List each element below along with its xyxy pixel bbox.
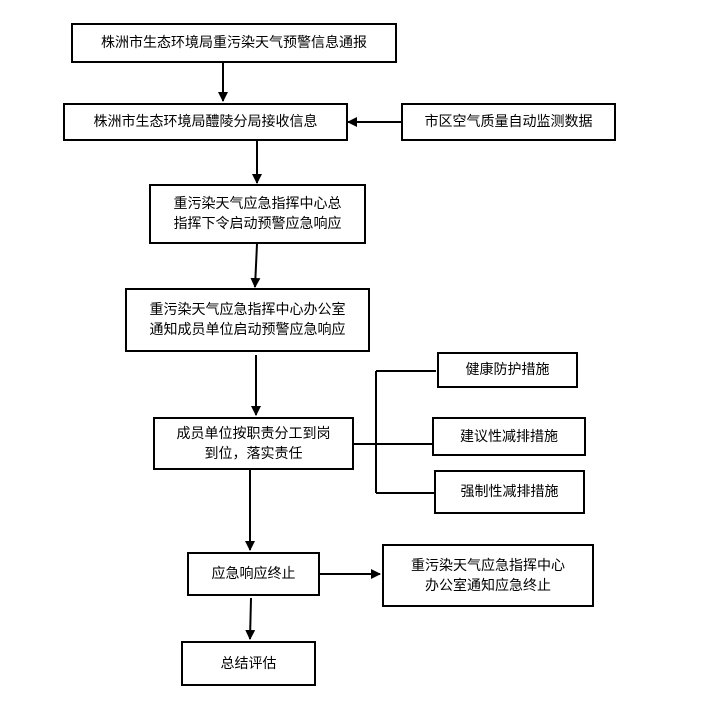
node-command-center-line2: 指挥下令启动预警应急响应 xyxy=(173,216,342,232)
node-notify-label: 株洲市生态环境局重污染天气预警信息通报 xyxy=(101,35,367,51)
node-summary-label: 总结评估 xyxy=(220,655,277,672)
node-terminate-label: 应急响应终止 xyxy=(211,566,296,582)
node-summary: 总结评估 xyxy=(181,641,316,686)
node-command-center: 重污染天气应急指挥中心总 指挥下令启动预警应急响应 xyxy=(149,184,366,244)
node-monitor-label: 市区空气质量自动监测数据 xyxy=(424,114,593,130)
node-receive-label: 株洲市生态环境局醴陵分局接收信息 xyxy=(93,114,318,130)
node-members-line2: 到位，落实责任 xyxy=(204,445,303,462)
edge-terminate-to-summary xyxy=(245,597,256,640)
node-members: 成员单位按职责分工到岗 到位，落实责任 xyxy=(153,417,354,470)
node-mandatory: 强制性减排措施 xyxy=(434,470,585,514)
node-receive: 株洲市生态环境局醴陵分局接收信息 xyxy=(63,103,348,141)
node-command-center-line1: 重污染天气应急指挥中心总 xyxy=(173,196,342,212)
node-suggest: 建议性减排措施 xyxy=(432,417,586,456)
node-suggest-label: 建议性减排措施 xyxy=(460,428,558,445)
node-office-end: 重污染天气应急指挥中心 办公室通知应急终止 xyxy=(382,544,594,607)
node-monitor: 市区空气质量自动监测数据 xyxy=(401,103,616,141)
node-health: 健康防护措施 xyxy=(437,352,578,388)
edge-command-to-office xyxy=(250,243,261,288)
node-office-notify-line1: 重污染天气应急指挥中心办公室 xyxy=(149,302,346,318)
node-office-end-line1: 重污染天气应急指挥中心 xyxy=(411,557,565,574)
edge-members-to-measures xyxy=(354,370,436,494)
node-terminate: 应急响应终止 xyxy=(187,552,320,596)
node-office-end-line2: 办公室通知应急终止 xyxy=(425,577,551,594)
node-office-notify-line2: 通知成员单位启动预警应急响应 xyxy=(149,322,346,338)
node-notify: 株洲市生态环境局重污染天气预警信息通报 xyxy=(71,23,397,63)
node-health-label: 健康防护措施 xyxy=(465,362,550,378)
node-mandatory-label: 强制性减排措施 xyxy=(460,484,559,500)
node-office-notify: 重污染天气应急指挥中心办公室 通知成员单位启动预警应急响应 xyxy=(125,288,370,352)
node-members-line1: 成员单位按职责分工到岗 xyxy=(176,425,331,442)
